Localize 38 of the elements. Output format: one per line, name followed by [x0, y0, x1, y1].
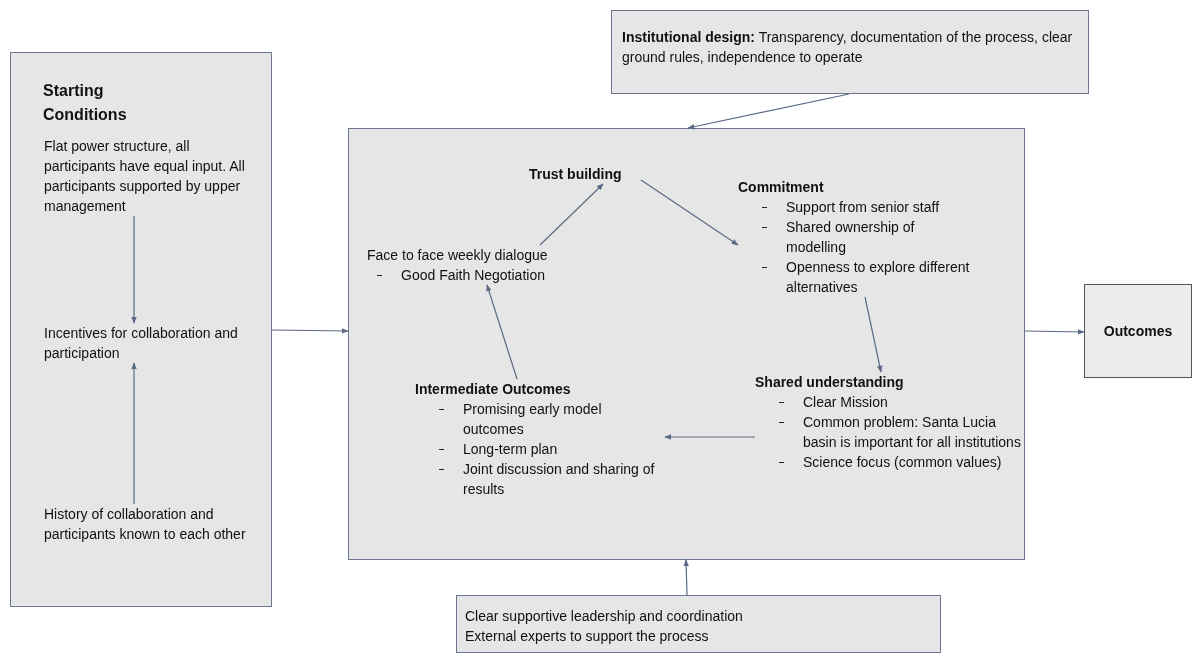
leadership-box: [456, 595, 941, 653]
process-panel: [348, 128, 1025, 560]
bullet-text: Science focus (common values): [803, 454, 1002, 470]
stage-heading: Shared understanding: [755, 373, 904, 392]
arrow: [539, 183, 604, 246]
arrow: [664, 434, 756, 440]
box-text: Institutional design: Transparency, documentation of the process, clear ground rules, independence to operate: [622, 28, 1074, 67]
condition-text: Flat power structure, all participants have equal input. All participants supported by upper management: [44, 136, 259, 216]
arrow: [864, 296, 883, 373]
outcomes-box: Outcomes: [1084, 284, 1192, 378]
arrow: [1024, 329, 1085, 335]
panel-heading: Starting Conditions: [43, 81, 128, 125]
condition-text: History of collaboration and participants known to each other: [44, 504, 264, 544]
box-text-line: Clear supportive leadership and coordination: [465, 607, 743, 626]
stage-heading: Trust building: [529, 164, 641, 184]
arrow: [486, 284, 518, 380]
stage-heading: Commitment: [738, 178, 824, 197]
bullet-text: Support from senior staff: [786, 199, 940, 215]
arrow: [131, 215, 137, 324]
starting-conditions-panel: [10, 52, 272, 607]
bullet-text: Good Faith Negotiation: [401, 267, 545, 283]
condition-text: Incentives for collaboration and participation: [44, 323, 244, 363]
bullet-text: Promising early model outcomes: [463, 401, 602, 437]
institutional-design-box: [611, 10, 1089, 94]
bullet-text: Common problem: Santa Lucia basin is important for all institutions: [803, 414, 1021, 450]
stage-heading: Intermediate Outcomes: [415, 380, 571, 399]
arrow: [683, 559, 689, 596]
bullet-text: Openness to explore different alternatives: [786, 259, 970, 295]
bullet-text: Long-term plan: [463, 441, 558, 457]
arrow: [271, 328, 349, 334]
bullet-text: Shared ownership of modelling: [786, 219, 915, 255]
arrow: [687, 93, 850, 130]
bullet-text: Joint discussion and sharing of results: [463, 461, 655, 497]
arrow: [131, 362, 137, 505]
arrow: [640, 179, 739, 246]
bullet-text: Clear Mission: [803, 394, 888, 410]
stage-text: Face to face weekly dialogue: [367, 246, 548, 265]
box-text-line: External experts to support the process: [465, 627, 709, 646]
